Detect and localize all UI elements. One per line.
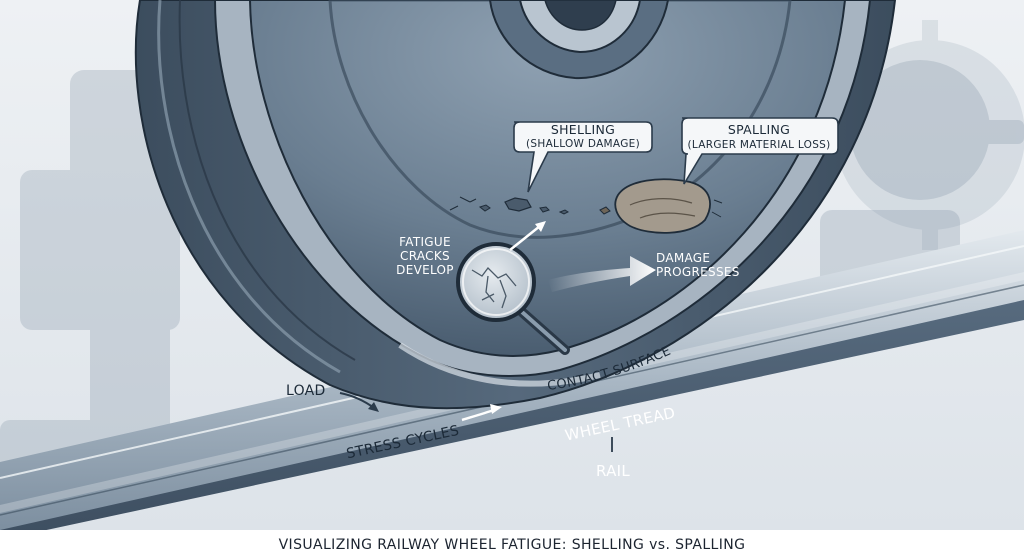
damage-progresses-label: DAMAGE PROGRESSES — [656, 251, 740, 279]
shelling-damage — [449, 196, 569, 215]
damage-label-line2: PROGRESSES — [656, 265, 740, 279]
damage-label-line1: DAMAGE — [656, 251, 710, 265]
fatigue-label-line1: FATIGUE — [399, 235, 451, 249]
shelling-sublabel: (SHALLOW DAMAGE) — [526, 138, 640, 150]
shelling-label: SHELLING — [551, 122, 615, 137]
fatigue-cracks-icon — [471, 267, 517, 309]
crack-pointer-arrow — [509, 221, 546, 251]
spalling-label: SPALLING — [728, 122, 790, 137]
load-indicator: LOAD — [286, 383, 379, 412]
load-label: LOAD — [286, 383, 326, 399]
caption-bar: VISUALIZING RAILWAY WHEEL FATIGUE: SHELL… — [0, 530, 1024, 559]
fatigue-label-line2: CRACKS — [400, 249, 450, 263]
stress-cycles-arrow — [461, 404, 502, 422]
magnifying-glass-icon — [456, 242, 570, 355]
fatigue-cracks-label: FATIGUE CRACKS DEVELOP — [396, 235, 454, 277]
diagram-caption: VISUALIZING RAILWAY WHEEL FATIGUE: SHELL… — [278, 536, 746, 553]
wheel-fatigue-illustration: SHELLING (SHALLOW DAMAGE) SPALLING (LARG… — [0, 0, 1024, 530]
gear-icon — [815, 20, 1024, 250]
shelling-callout: SHELLING (SHALLOW DAMAGE) — [513, 121, 653, 193]
spalling-sublabel: (LARGER MATERIAL LOSS) — [687, 139, 830, 151]
spalling-damage — [599, 178, 723, 234]
damage-progress-arrow — [548, 256, 656, 292]
rail-label: RAIL — [596, 462, 630, 480]
spalling-callout: SPALLING (LARGER MATERIAL LOSS) — [681, 117, 839, 185]
fatigue-label-line3: DEVELOP — [396, 263, 454, 277]
